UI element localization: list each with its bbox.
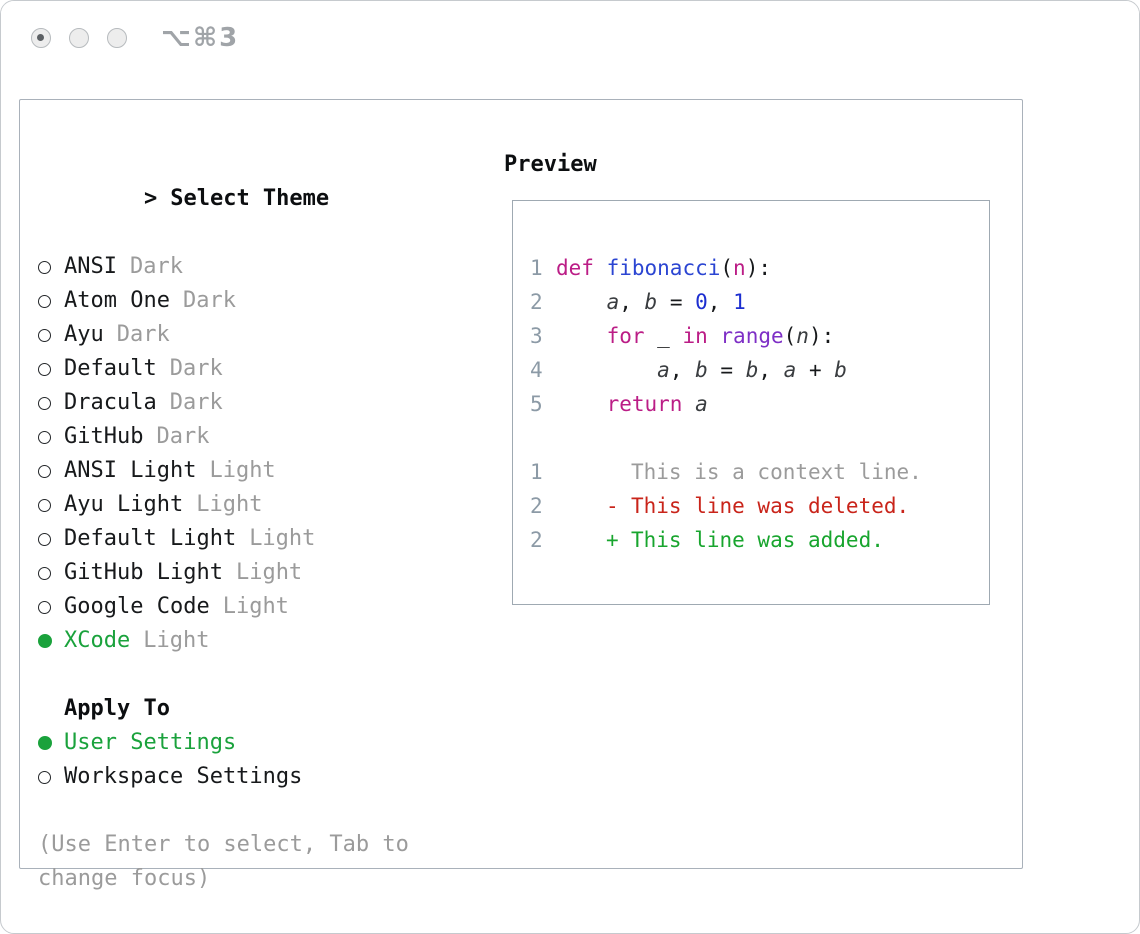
theme-option-github-light[interactable]: GitHub Light Light (38, 556, 512, 590)
titlebar: ⌥⌘3 (1, 1, 1139, 99)
theme-variant-label: Dark (169, 390, 223, 415)
theme-name: Default Light (64, 526, 237, 551)
apply-option-workspace-settings[interactable]: Workspace Settings (38, 760, 512, 794)
diff-preview: 1 This is a context line. 2 -This line was… (530, 455, 989, 557)
hint-text: (Use Enter to select, Tab to change focu… (38, 832, 409, 891)
theme-option-dracula[interactable]: Dracula Dark (38, 386, 512, 420)
window-button-close[interactable] (31, 28, 51, 48)
line-number: 1 (530, 256, 543, 280)
diff-marker (606, 455, 631, 489)
code-diff-spacer (530, 421, 989, 455)
theme-name: Google Code (64, 594, 210, 619)
line-number: 2 (530, 290, 543, 314)
code-line: 4 a, b = b, a + b (530, 353, 989, 387)
theme-variant-label: Light (196, 492, 263, 517)
radio-unselected-icon (38, 498, 51, 512)
line-number: 5 (530, 392, 543, 416)
code-line: 2 a, b = 0, 1 (530, 285, 989, 319)
theme-name: ANSI (64, 254, 117, 279)
radio-unselected-icon (38, 362, 51, 376)
theme-option-github[interactable]: GitHub Dark (38, 420, 512, 454)
code-line: 5 return a (530, 387, 989, 421)
radio-unselected-icon (38, 600, 51, 614)
diff-text: This is a context line. (631, 460, 922, 484)
radio-unselected-icon (38, 770, 51, 784)
radio-unselected-icon (38, 294, 51, 308)
theme-variant-label: Dark (156, 424, 210, 449)
theme-name: GitHub Light (64, 560, 223, 585)
apply-option-user-settings[interactable]: User Settings (38, 726, 512, 760)
theme-option-ayu-light[interactable]: Ayu Light Light (38, 488, 512, 522)
diff-line-added: 2 + This line was added. (530, 523, 989, 557)
theme-name: GitHub (64, 424, 144, 449)
line-number: 3 (530, 324, 543, 348)
theme-variant-label: Light (235, 560, 303, 585)
apply-option-label: User Settings (64, 730, 237, 755)
radio-unselected-icon (38, 566, 51, 580)
theme-variant-label: Light (249, 526, 316, 551)
theme-variant-label: Light (222, 594, 289, 619)
diff-marker: - (606, 494, 619, 518)
line-number: 4 (530, 358, 543, 382)
apply-option-label: Workspace Settings (64, 764, 303, 789)
preview-title: Preview (504, 152, 597, 177)
theme-name: Ayu (64, 322, 104, 347)
radio-unselected-icon (38, 464, 51, 478)
radio-selected-icon (38, 634, 52, 648)
theme-variant-label: Dark (182, 288, 236, 313)
radio-unselected-icon (38, 260, 51, 274)
theme-name: Ayu Light (64, 492, 184, 517)
prompt-caret: > (143, 186, 158, 211)
theme-option-default[interactable]: Default Dark (38, 352, 512, 386)
diff-marker: + (606, 528, 619, 552)
theme-variant-label: Dark (129, 254, 183, 279)
diff-text: This line was added. (631, 528, 884, 552)
window-button-minimize[interactable] (69, 28, 89, 48)
radio-unselected-icon (38, 430, 51, 444)
diff-line-context: 1 This is a context line. (530, 455, 989, 489)
diff-text: This line was deleted. (631, 494, 910, 518)
theme-option-ayu[interactable]: Ayu Dark (38, 318, 512, 352)
theme-name: ANSI Light (64, 458, 197, 483)
theme-option-ansi[interactable]: ANSI Dark (38, 250, 512, 284)
radio-unselected-icon (38, 396, 51, 410)
radio-unselected-icon (38, 328, 51, 342)
window-button-zoom[interactable] (107, 28, 127, 48)
theme-name: Dracula (64, 390, 157, 415)
theme-name: Atom One (64, 288, 170, 313)
theme-name: XCode (64, 628, 131, 653)
radio-selected-icon (38, 736, 52, 750)
theme-option-xcode[interactable]: XCode Light (38, 624, 512, 658)
theme-option-default-light[interactable]: Default Light Light (38, 522, 512, 556)
select-theme-title: Select Theme (170, 186, 330, 211)
radio-unselected-icon (38, 532, 51, 546)
theme-variant-label: Light (143, 628, 210, 653)
theme-option-atom-one[interactable]: Atom One Dark (38, 284, 512, 318)
line-number: 2 (530, 528, 543, 552)
select-theme-heading: > Select Theme (38, 148, 512, 250)
line-number: 2 (530, 494, 543, 518)
diff-line-deleted: 2 -This line was deleted. (530, 489, 989, 523)
theme-variant-label: Light (209, 458, 276, 483)
theme-variant-label: Dark (169, 356, 223, 381)
line-number: 1 (530, 460, 543, 484)
theme-variant-label: Dark (116, 322, 170, 347)
code-line: 3 for _ in range(n): (530, 319, 989, 353)
keyboard-shortcut-label: ⌥⌘3 (161, 23, 240, 53)
theme-name: Default (64, 356, 157, 381)
theme-option-google-code[interactable]: Google Code Light (38, 590, 512, 624)
theme-option-ansi-light[interactable]: ANSI Light Light (38, 454, 512, 488)
apply-to-heading: Apply To (64, 696, 170, 721)
